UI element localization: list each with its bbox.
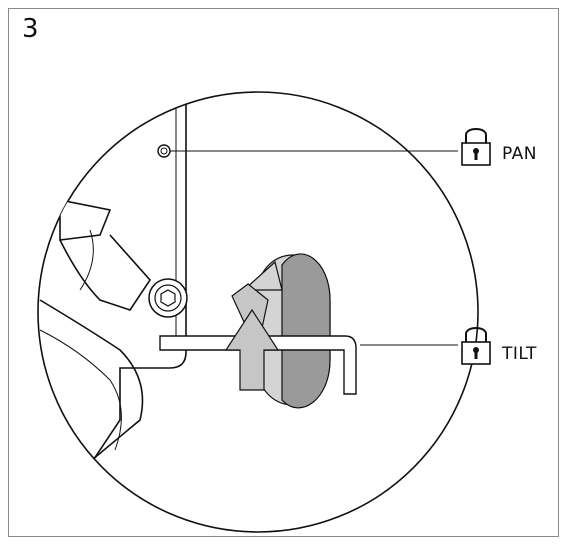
padlock-icon [461,128,491,166]
pan-screw [157,144,171,158]
rotation-arrow-icon [231,253,331,409]
pan-label: PAN [502,144,538,164]
tilt-label: TILT [502,344,537,364]
hex-bolt [148,278,188,318]
padlock-icon [461,327,491,365]
step-number: 3 [22,14,39,44]
up-arrow-icon [224,308,280,391]
bracket [59,199,112,241]
mount-plate [38,92,187,521]
